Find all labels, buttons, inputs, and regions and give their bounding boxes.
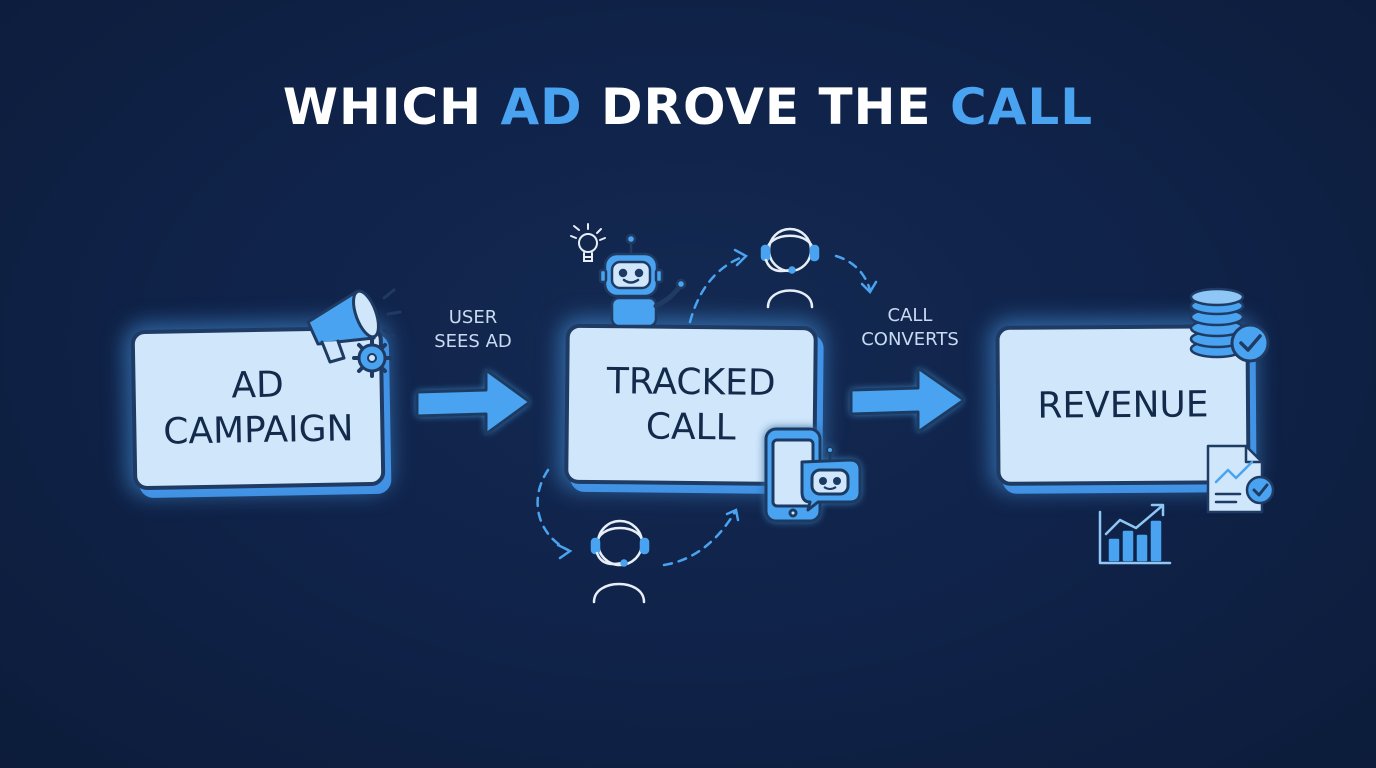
headset-agent-icon-lower [590, 519, 650, 604]
node-revenue: REVENUE [995, 324, 1251, 486]
robot-icon [598, 233, 687, 328]
diagram-title: WHICH AD DROVE THE CALL [0, 78, 1376, 136]
title-part-call: CALL [950, 78, 1094, 136]
step-label-user-sees-ad: USER SEES AD [434, 307, 512, 353]
flow-arrow-to-revenue [849, 366, 966, 434]
title-part-which: WHICH [282, 78, 501, 136]
node-ad-campaign: AD CAMPAIGN [130, 325, 386, 491]
dashed-arrowheads-lower [556, 508, 740, 560]
bar-chart-trend-icon [1098, 503, 1172, 565]
dashed-connector-upper [688, 254, 872, 324]
step-label-call-converts: CALL CONVERTS [861, 305, 959, 351]
title-part-drove-the: DROVE THE [582, 78, 950, 136]
node-ad-campaign-label: AD CAMPAIGN [162, 364, 354, 453]
node-tracked-call: TRACKED CALL [564, 323, 818, 487]
headset-agent-icon-upper [760, 227, 820, 309]
flow-arrow-to-tracked-call [415, 368, 532, 436]
node-tracked-call-label: TRACKED CALL [606, 361, 776, 449]
lightbulb-icon [570, 223, 606, 262]
title-part-ad: AD [500, 78, 583, 136]
node-revenue-label: REVENUE [1037, 383, 1209, 427]
dashed-arrowheads-upper [733, 248, 878, 295]
